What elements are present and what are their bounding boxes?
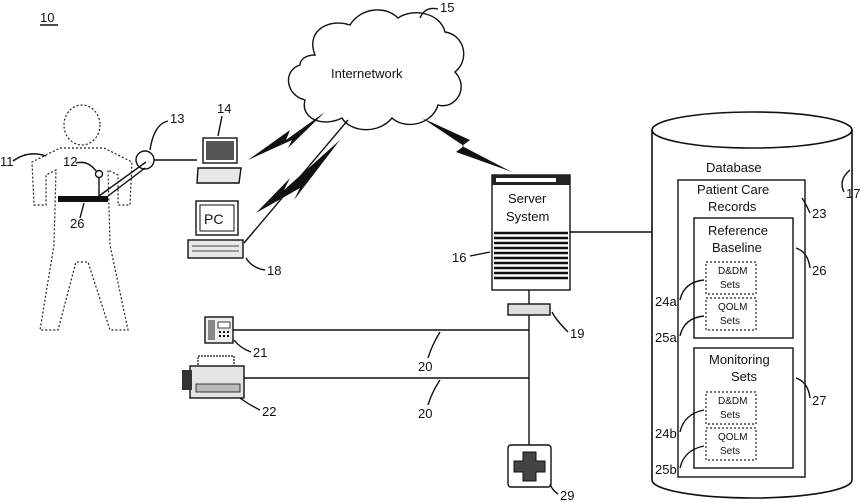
laptop-icon [197,138,241,183]
telephone-icon [205,317,233,343]
ref-internetwork: 15 [440,0,454,15]
ref-phone: 21 [253,345,267,360]
pc-label: PC [204,211,223,227]
fax-machine-icon [182,356,244,398]
ref-modem: 19 [570,326,584,341]
ref-patient-records: 23 [812,206,826,221]
ddm-mon-label-line1: D&DM [718,396,747,407]
ref-fax: 22 [262,404,276,419]
figure-number: 10 [40,10,54,25]
ref-laptop: 14 [217,101,231,116]
wireless-link-pc [256,140,340,213]
ddm-ref-label-line2: Sets [720,280,740,291]
patient-care-label-line1: Patient Care [697,182,769,197]
qolm-ref-label-line1: QOLM [718,302,747,313]
ref-belt: 26 [70,216,84,231]
server-label-line1: Server [508,191,547,206]
ref-patient: 11 [0,154,14,169]
qolm-ref-label-line2: Sets [720,316,740,327]
server-label-line2: System [506,209,549,224]
pc-icon [188,201,243,258]
ref-hub: 13 [170,111,184,126]
ref-line-a: 20 [418,359,432,374]
database-label: Database [706,160,762,175]
wireless-link-server [422,118,512,172]
ref-ddm-mon: 24b [655,426,677,441]
ref-qolm-ref: 25a [655,330,677,345]
qolm-mon-label-line2: Sets [720,446,740,457]
ref-line-b: 20 [418,406,432,421]
ref-ddm-ref: 24a [655,294,677,309]
patient-care-label-line2: Records [708,199,757,214]
ref-server: 16 [452,250,466,265]
ddm-mon-label-line2: Sets [720,410,740,421]
ref-pc: 18 [267,263,281,278]
reference-label-line1: Reference [708,223,768,238]
ref-qolm-mon: 25b [655,462,677,477]
sensor-icon [96,171,103,178]
monitoring-label-line1: Monitoring [709,352,770,367]
ref-database: 17 [846,186,860,201]
ref-medical: 29 [560,488,574,503]
reference-label-line2: Baseline [712,240,762,255]
qolm-mon-label-line1: QOLM [718,432,747,443]
monitoring-label-line2: Sets [731,369,758,384]
belt-sensor [58,196,108,202]
hub-node [136,151,154,169]
medical-cross-icon [508,445,551,487]
ref-monitoring-sets: 27 [812,393,826,408]
internetwork-label: Internetwork [331,66,403,81]
ref-reference-baseline: 26 [812,263,826,278]
ref-sensor: 12 [63,154,77,169]
ddm-ref-label-line1: D&DM [718,266,747,277]
modem-icon [508,304,550,315]
